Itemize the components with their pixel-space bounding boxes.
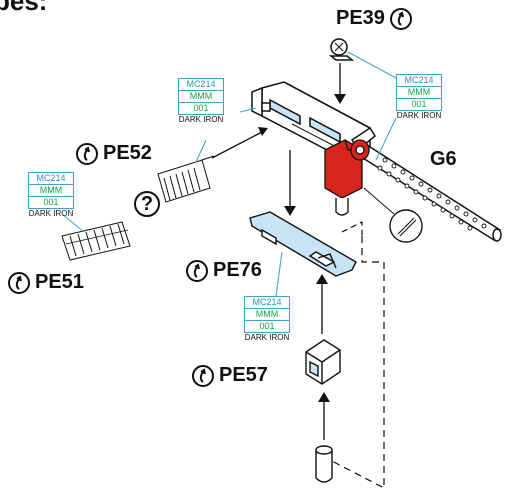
sight-part (328, 38, 355, 61)
paint-line3: 001 (178, 102, 224, 115)
rotate-up-arrow-icon (8, 271, 30, 294)
paint-code: MC214 (178, 78, 224, 90)
rotate-up-arrow-icon (192, 364, 214, 387)
paint-line3: 001 (28, 196, 74, 209)
paint-name: DARK IRON (396, 111, 442, 120)
pin-part (315, 445, 333, 483)
question-icon: ? (134, 191, 160, 217)
callout-label: PE57 (219, 364, 268, 386)
callout-label: PE76 (213, 259, 262, 281)
paint-line3: 001 (244, 320, 290, 333)
paint-box-pe76: MC214 MMM 001 DARK IRON (244, 296, 290, 343)
callout-label: PE52 (103, 142, 152, 164)
detail-leader (363, 187, 395, 215)
paint-code: MC214 (28, 172, 74, 184)
paint-box-pe51: MC214 MMM 001 DARK IRON (28, 172, 74, 219)
cradle-post (335, 198, 349, 216)
ammo-belt-pe51 (61, 221, 131, 261)
pe52-arrow-head (258, 127, 268, 136)
callout-pe39: PE39 (336, 7, 412, 30)
pin-arrow-head (318, 392, 330, 402)
plate-pe76 (249, 211, 357, 277)
leader-pe51 (61, 213, 85, 233)
paint-name: DARK IRON (244, 333, 290, 342)
paint-name: DARK IRON (178, 115, 224, 124)
barrel-holes (377, 157, 487, 231)
dashed-post-line-top (341, 221, 363, 236)
dashed-assembly-line (329, 236, 385, 489)
callout-pe76: PE76 (186, 259, 262, 282)
header-fragment: pes: (0, 0, 48, 16)
callout-pe52: PE52 (76, 142, 152, 165)
callout-label: PE51 (35, 271, 84, 293)
leader-receiver (239, 107, 257, 113)
paint-box-pe39: MC214 MMM 001 DARK IRON (396, 74, 442, 121)
sight-arrow-head (334, 94, 346, 104)
leader-pe52 (195, 139, 207, 163)
paint-code: MC214 (396, 74, 442, 86)
rotate-up-arrow-icon (186, 259, 208, 282)
bracket-pe57 (305, 339, 341, 385)
paint-code: MC214 (244, 296, 290, 308)
paint-line3: 001 (396, 98, 442, 111)
leader-pe39 (347, 51, 397, 79)
pe57-arrow-head (316, 274, 328, 284)
callout-label: PE39 (336, 7, 385, 29)
leader-pe76 (275, 251, 283, 297)
gun-barrel (349, 126, 502, 242)
rotate-up-arrow-icon (389, 7, 412, 30)
callout-pe57: PE57 (192, 364, 268, 387)
leader-barrel (375, 117, 397, 161)
rotate-up-arrow-icon (76, 142, 98, 165)
detail-circle (389, 209, 423, 243)
pe52-arrow-line (211, 131, 263, 159)
pe76-arrow-head (284, 206, 296, 216)
paint-line2: MMM (396, 86, 442, 98)
paint-line2: MMM (178, 90, 224, 102)
paint-name: DARK IRON (28, 209, 74, 218)
paint-line2: MMM (244, 308, 290, 320)
callout-pe51: PE51 (8, 271, 84, 294)
paint-line2: MMM (28, 184, 74, 196)
callout-g6: G6 (430, 148, 457, 170)
paint-box-receiver: MC214 MMM 001 DARK IRON (178, 78, 224, 125)
ammo-strip-pe52 (157, 155, 215, 203)
red-cradle (324, 139, 370, 199)
